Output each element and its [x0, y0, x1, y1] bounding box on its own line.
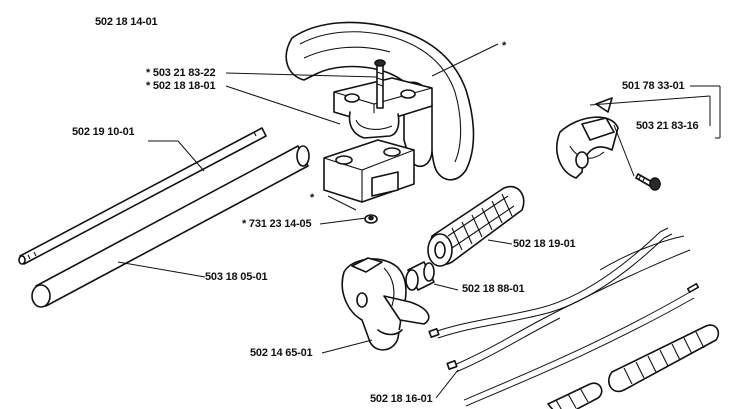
label-502-18-88-01: 502 18 88-01 [462, 283, 525, 295]
label-503-21-83-16: 503 21 83-16 [636, 120, 699, 132]
label-502-18-16-01: 502 18 16-01 [370, 393, 433, 405]
lower-clamp [323, 139, 415, 203]
small-clamp [556, 97, 619, 179]
leader-lines [117, 43, 721, 399]
bushing [405, 261, 435, 291]
label-star-mid: * [310, 192, 315, 204]
rubber-grip [427, 185, 525, 267]
label-502-19-10-01: 502 19 10-01 [72, 126, 135, 138]
wire-harness [428, 227, 691, 373]
label-502-14-65-01: 502 14 65-01 [250, 347, 313, 359]
shaft-tube [31, 145, 310, 308]
spiral-guard [547, 324, 720, 409]
bolt [374, 59, 386, 109]
nut [364, 214, 378, 224]
label-501-78-33-01: 501 78 33-01 [622, 80, 685, 92]
throttle-cable [463, 282, 700, 407]
header-part-number: 502 18 14-01 [95, 16, 158, 28]
label-503-21-83-22: * 503 21 83-22 [146, 67, 216, 79]
label-503-18-05-01: 503 18 05-01 [205, 271, 268, 283]
drive-shaft [18, 127, 267, 265]
label-502-18-19-01: 502 18 19-01 [513, 238, 576, 250]
screw [635, 173, 661, 191]
label-502-18-18-01: * 502 18 18-01 [146, 80, 216, 92]
throttle-housing [341, 257, 430, 351]
label-731-23-14-05: * 731 23 14-05 [242, 218, 312, 230]
label-star-top: * [502, 40, 507, 52]
